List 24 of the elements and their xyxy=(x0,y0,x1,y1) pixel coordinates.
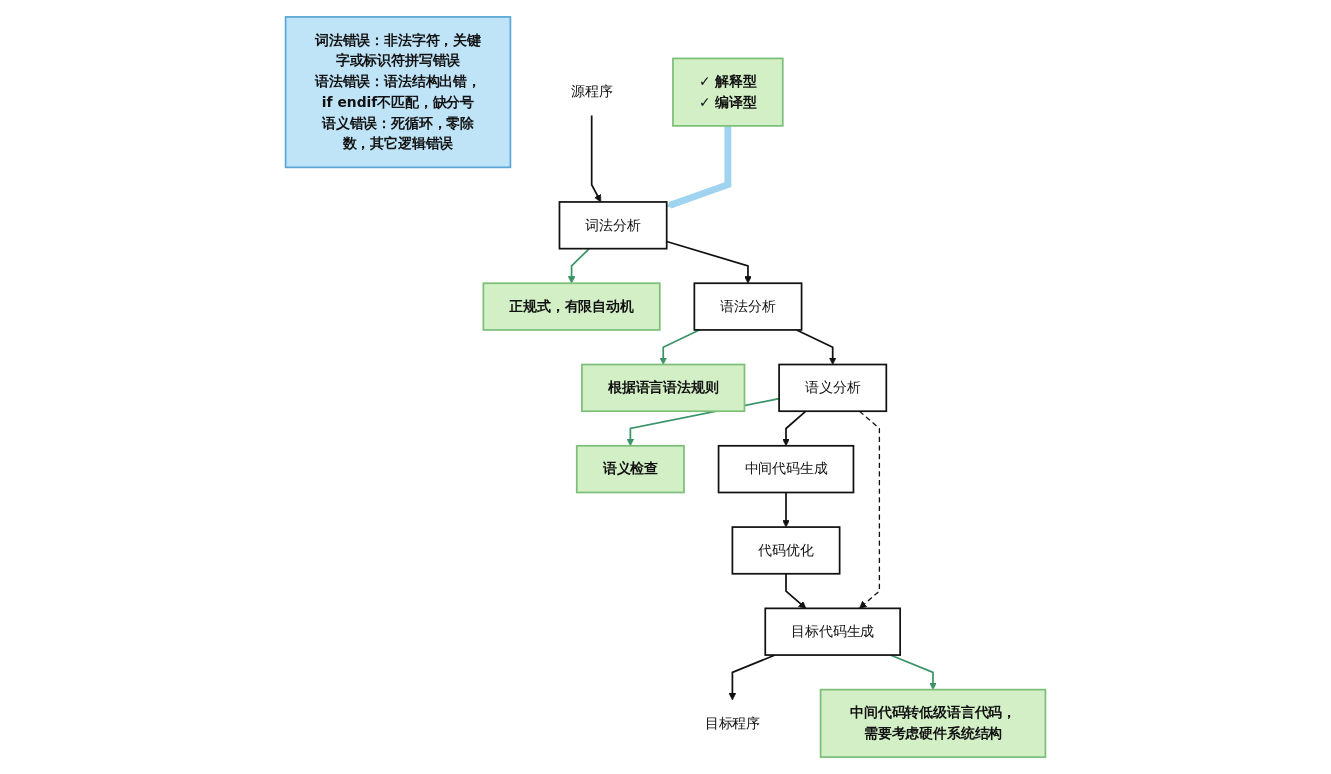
arrow xyxy=(795,329,837,365)
node-box: 中间代码生成 xyxy=(717,444,855,494)
arrow xyxy=(785,572,807,609)
node-box: 目标代码生成 xyxy=(764,607,901,656)
arrow xyxy=(659,329,701,365)
node-box: 语义检查 xyxy=(575,444,685,494)
node-box: 根据语言语法规则 xyxy=(581,363,746,413)
node-box: 中间代码转低级语言代码，需要考虑硬件系统结构 xyxy=(819,688,1047,758)
arrow xyxy=(782,491,790,528)
arrow xyxy=(590,114,602,203)
node-box: 语义分析 xyxy=(778,363,888,413)
node-box: 词法分析 xyxy=(558,201,668,250)
node-box: 代码优化 xyxy=(731,526,841,575)
node-text: 源程序 xyxy=(570,83,613,100)
arrow xyxy=(858,410,881,609)
arrow xyxy=(567,247,591,284)
arrow xyxy=(728,654,776,701)
arrow xyxy=(782,410,807,447)
node-box: 正规式，有限自动机 xyxy=(482,282,661,331)
node-box: 语法分析 xyxy=(693,282,803,331)
arrow xyxy=(666,125,732,209)
node-text: 目标程序 xyxy=(704,714,761,732)
node-box: ✓ 解释型 ✓ 编译型 xyxy=(672,57,784,127)
node-box: 词法错误：非法字符，关键字或标识符拼写错误 语法错误：语法结构出错，if endif不匹配，缺分号 语义错误：死循环，零除数，其它逻辑错误 xyxy=(284,16,512,169)
